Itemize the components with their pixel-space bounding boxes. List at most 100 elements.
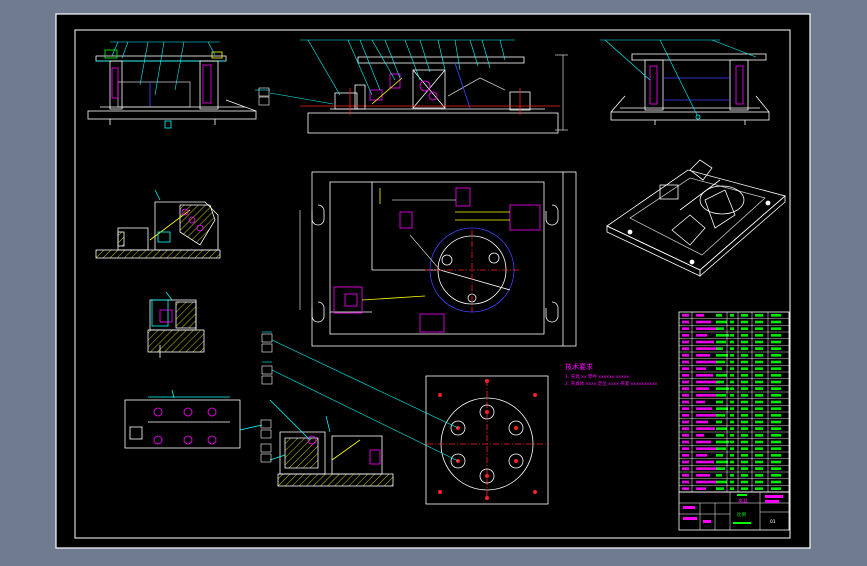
- parts-list-cell-mark: [771, 420, 781, 424]
- parts-list-cell-mark: [682, 467, 689, 470]
- tech-requirements-title: 技术要求: [565, 362, 593, 371]
- parts-list-cell-mark: [696, 407, 712, 410]
- parts-list-cell-mark: [682, 434, 689, 437]
- section-view-a[interactable]: [95, 189, 221, 259]
- parts-list-cell-mark: [771, 467, 781, 470]
- parts-list-cell-mark: [755, 414, 763, 417]
- parts-list-cell-mark: [755, 447, 763, 450]
- parts-list-cell-mark: [741, 354, 748, 357]
- parts-list-cell-mark: [696, 334, 707, 337]
- parts-list-cell-mark: [755, 340, 763, 344]
- parts-list-cell-mark: [755, 347, 763, 350]
- parts-list-cell-mark: [771, 340, 781, 344]
- parts-list-cell-mark: [696, 347, 721, 350]
- parts-list-cell-mark: [730, 334, 734, 337]
- parts-list-cell-mark: [741, 380, 748, 384]
- parts-list-cell-mark: [730, 487, 734, 490]
- parts-list-table[interactable]: [678, 311, 790, 493]
- parts-list-cell-mark: [716, 407, 728, 410]
- parts-list-cell-mark: [730, 467, 734, 470]
- parts-list-cell-mark: [730, 400, 734, 404]
- parts-list-cell-mark: [771, 460, 781, 464]
- parts-list-cell-mark: [730, 414, 734, 417]
- parts-list-cell-mark: [716, 480, 727, 484]
- parts-list-cell-mark: [716, 360, 725, 364]
- front-view-left[interactable]: [87, 49, 257, 129]
- parts-list-cell-mark: [771, 360, 781, 364]
- parts-list-cell-mark: [682, 487, 689, 490]
- parts-list-cell-mark: [755, 440, 763, 444]
- parts-list-cell-mark: [741, 400, 748, 404]
- drawing-sheet: [55, 13, 811, 549]
- parts-list-cell-mark: [716, 474, 722, 477]
- parts-list-cell-mark: [682, 460, 689, 464]
- tech-requirements: 技术要求 1. 夹具 xx 零件 xxxxxx xxxxx 2. 夹具体 xxx…: [565, 362, 658, 387]
- parts-list-cell-mark: [741, 394, 748, 397]
- parts-list-cell-mark: [716, 314, 722, 317]
- side-view-right[interactable]: [610, 53, 770, 125]
- parts-list-cell-mark: [716, 347, 723, 350]
- parts-list-cell-mark: [730, 380, 734, 384]
- parts-list-cell-mark: [730, 327, 734, 330]
- parts-list-cell-mark: [755, 320, 763, 324]
- section-view-b[interactable]: [147, 291, 205, 358]
- front-view-main[interactable]: [300, 54, 568, 134]
- parts-list-cell-mark: [716, 387, 729, 390]
- parts-list-cell-mark: [771, 320, 781, 324]
- detail-view-c[interactable]: [124, 389, 263, 449]
- parts-list-cell-mark: [730, 314, 734, 317]
- leader-lines-front-main: [255, 39, 515, 105]
- parts-list-cell-mark: [716, 394, 726, 397]
- parts-list-cell-mark: [741, 447, 748, 450]
- parts-list-cell-mark: [730, 360, 734, 364]
- parts-list-cell-mark: [716, 420, 722, 424]
- parts-list-cell-mark: [716, 467, 725, 470]
- balloon-cluster-top: [258, 87, 270, 106]
- parts-list-cell-mark: [771, 327, 781, 330]
- parts-list-cell-mark: [730, 454, 734, 457]
- parts-list-cell-mark: [730, 427, 734, 430]
- parts-list-cell-mark: [730, 394, 734, 397]
- section-view-d[interactable]: [269, 399, 394, 487]
- title-block[interactable]: 夹具 比例 01: [678, 491, 790, 531]
- parts-list-cell-mark: [771, 374, 781, 377]
- parts-list-cell-mark: [682, 474, 689, 477]
- parts-list-cell-mark: [696, 367, 706, 370]
- parts-list-cell-mark: [741, 474, 748, 477]
- parts-list-cell-mark: [741, 427, 748, 430]
- parts-list-cell-mark: [682, 327, 689, 330]
- parts-list-cell-mark: [771, 314, 781, 317]
- plan-view[interactable]: [299, 171, 577, 347]
- parts-list-cell-mark: [696, 400, 705, 404]
- parts-list-cell-mark: [771, 380, 781, 384]
- parts-list-cell-mark: [696, 374, 713, 377]
- parts-list-cell-mark: [716, 434, 724, 437]
- parts-list-rows: [679, 314, 789, 493]
- parts-list-cell-mark: [730, 440, 734, 444]
- parts-list-cell-mark: [696, 447, 718, 450]
- parts-list-cell-mark: [741, 340, 748, 344]
- parts-list-cell-mark: [716, 487, 724, 490]
- parts-list-cell-mark: [730, 387, 734, 390]
- parts-list-cell-mark: [682, 347, 689, 350]
- parts-list-cell-mark: [682, 380, 689, 384]
- parts-list-cell-mark: [741, 367, 748, 370]
- parts-list-cell-mark: [730, 340, 734, 344]
- parts-list-cell-mark: [682, 420, 689, 424]
- parts-list-cell-mark: [682, 480, 689, 484]
- parts-list-cell-mark: [741, 320, 748, 324]
- parts-list-cell-mark: [696, 420, 708, 424]
- parts-list-cell-mark: [696, 314, 704, 317]
- plate-view[interactable]: [425, 375, 549, 505]
- parts-list-cell-mark: [716, 340, 726, 344]
- parts-list-cell-mark: [682, 374, 689, 377]
- parts-list-cell-mark: [730, 447, 734, 450]
- parts-list-cell-mark: [755, 327, 763, 330]
- parts-list-cell-mark: [716, 440, 729, 444]
- parts-list-cell-mark: [696, 460, 714, 464]
- title-block-scale-label: 比例: [737, 511, 746, 518]
- parts-list-cell-mark: [682, 400, 689, 404]
- parts-list-cell-mark: [682, 427, 689, 430]
- isometric-fixture-view[interactable]: [606, 159, 786, 277]
